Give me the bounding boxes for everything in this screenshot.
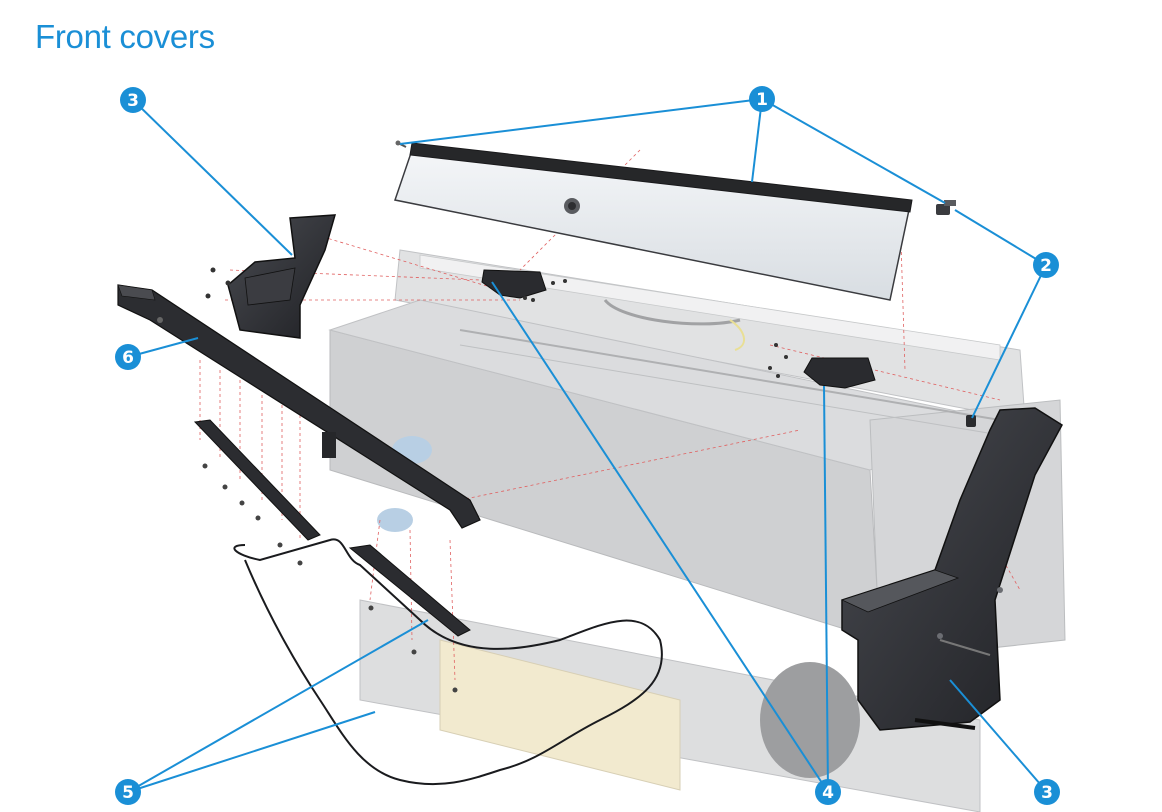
callout-6-label: 6: [122, 348, 134, 368]
callout-3-left-label: 3: [127, 91, 139, 111]
hinge-clip-part: [936, 200, 956, 215]
cable-part: [233, 538, 663, 786]
left-side-cover-part: [205, 214, 337, 339]
callout-5-label: 5: [122, 783, 134, 803]
callout-4-label: 4: [822, 783, 834, 803]
callout-3-right-label: 3: [1041, 783, 1053, 803]
hinge-pin-part: [395, 140, 407, 148]
callout-2: 2: [1033, 252, 1059, 278]
callout-1-label: 1: [756, 90, 768, 110]
right-side-cover-part: [840, 407, 1063, 731]
callout-5: 5: [115, 779, 141, 805]
callout-1: 1: [749, 86, 775, 112]
callout-4: 4: [815, 779, 841, 805]
window-part: [394, 142, 913, 301]
page-title: Front covers: [35, 18, 215, 55]
callout-6: 6: [115, 344, 141, 370]
callout-2-label: 2: [1040, 256, 1052, 276]
latch-part: [966, 415, 976, 427]
callout-3-right: 3: [1034, 779, 1060, 805]
front-rail-part: [117, 284, 481, 529]
callout-3-left: 3: [120, 87, 146, 113]
trim-strip-part: [193, 419, 471, 693]
